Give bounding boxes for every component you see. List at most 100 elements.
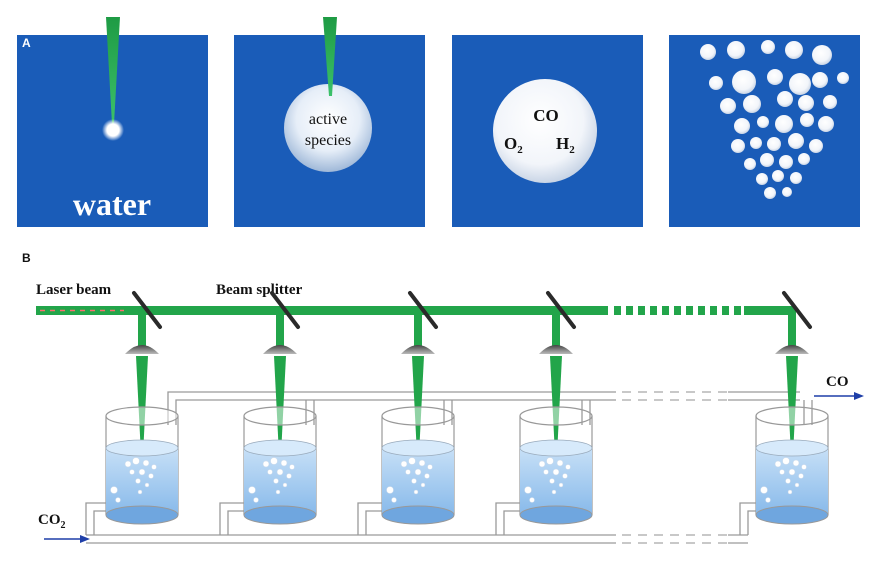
reactor-unit [519,291,593,525]
water-bubble [129,469,135,475]
plasma-spot [102,119,124,141]
water-bubble [275,489,281,495]
reactor-unit [105,291,179,525]
reactor-unit [243,291,317,525]
bubble [788,133,804,149]
active-species-bubble [284,84,372,172]
gas-o2-label: O2 [504,134,523,156]
water-bubble [552,468,560,476]
co2-inlet: CO2 [38,512,90,543]
water-bubble [420,482,426,488]
water-bubble [424,473,430,479]
bubble [700,44,716,60]
bubble [790,172,802,184]
water-bubble [405,469,411,475]
water-bubble [253,497,259,503]
water-bubble [280,459,288,467]
water-bubble [549,478,555,484]
water-bubble [794,482,800,488]
bubble [800,113,814,127]
water-bubble [144,482,150,488]
vertical-beam [788,315,796,348]
laser-focus-beam-1 [106,17,120,124]
water-surface [105,439,179,457]
laser-beam-label: Laser beam [36,282,112,298]
bubble [727,41,745,59]
inlet-riser-inner [93,510,106,535]
water-bubble [142,459,150,467]
water-bubble [267,469,273,475]
beam-splitter [408,291,438,329]
co-outlet-arrow-head [854,392,864,400]
bubble [785,41,803,59]
laser-focus-beam-2 [323,17,337,96]
beam-splitter [270,291,300,329]
pipe-connectors [219,400,813,535]
bubble [798,95,814,111]
co2-inlet-base: CO [38,512,61,528]
bubble [767,137,781,151]
water-bubble [276,468,284,476]
bubble [734,118,750,134]
water-bubble [779,469,785,475]
water-bubble [135,478,141,484]
water-bubble [787,489,793,495]
bubble [772,170,784,182]
bubble [757,116,769,128]
main-laser-beam [36,306,796,315]
vertical-beam [552,315,560,348]
gas-bubble [493,79,597,183]
panel-b-label: B [22,251,31,265]
gas-o2-base: O [504,134,517,153]
water-bubble [801,464,807,470]
focusing-lens [401,345,435,354]
beam-dash [650,306,657,315]
bubble [732,70,756,94]
water-bubble [273,478,279,484]
water-bubble [151,464,157,470]
bubble [744,158,756,170]
co-outlet: CO [814,374,864,400]
beam-splitter [782,291,812,329]
bubble [761,40,775,54]
active-species-line1: active [309,111,347,128]
inlet-riser-outer [85,502,106,535]
bubble [731,139,745,153]
water-bubble [546,457,554,465]
beaker-rim [519,406,593,426]
beaker-base [519,505,593,525]
reactor-unit [755,291,829,525]
co2-inlet-label: CO2 [38,512,66,531]
bubble [743,95,761,113]
water-bubble [289,464,295,470]
vertical-beam [138,315,146,348]
bubble [779,155,793,169]
water-bubble [565,464,571,470]
bubble [782,187,792,197]
beam-dash [614,306,621,315]
water-bubble [115,497,121,503]
water-surface [755,439,829,457]
focusing-lens [263,345,297,354]
pipe-dashed-segments [622,391,727,544]
beam-dash [722,306,729,315]
beaker-base [755,505,829,525]
water-bubble [798,473,804,479]
focused-laser-cone [136,356,148,455]
gas-h2-base: H [556,134,569,153]
beaker-base [105,505,179,525]
beaker-base [381,505,455,525]
beam-dash [674,306,681,315]
bubble [709,76,723,90]
water-bubble [248,486,256,494]
vertical-beam [414,315,422,348]
beam-segment-1 [36,306,608,315]
water-bubble [138,468,146,476]
water-bubble [386,486,394,494]
beam-splitter [546,291,576,329]
water-bubble [782,457,790,465]
bubble [812,72,828,88]
bubble [756,173,768,185]
water-bubble [765,497,771,503]
bubble [837,72,849,84]
